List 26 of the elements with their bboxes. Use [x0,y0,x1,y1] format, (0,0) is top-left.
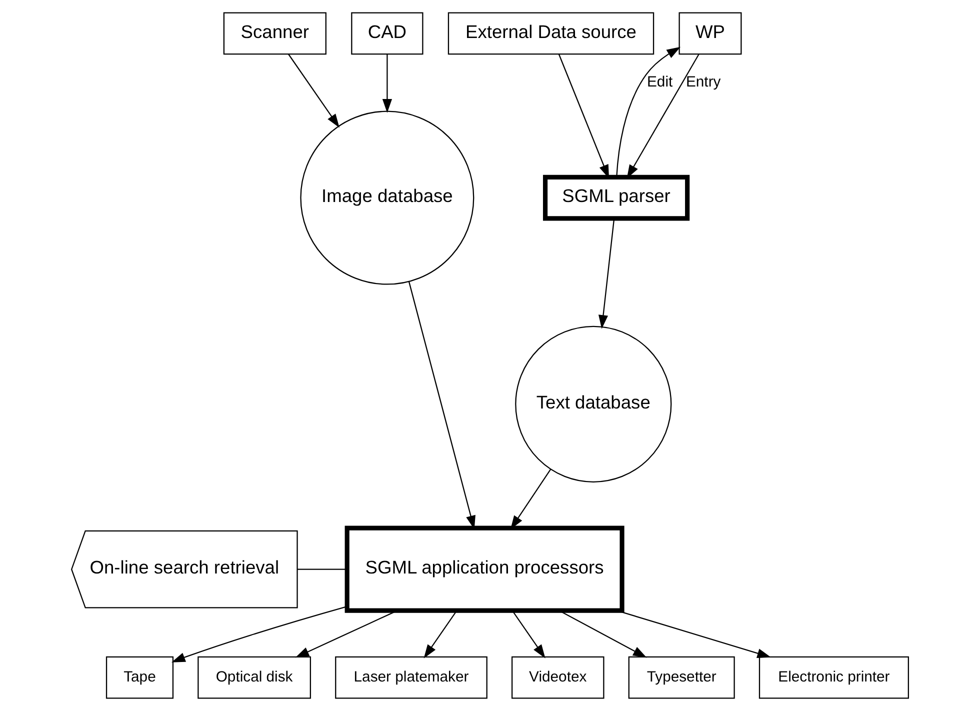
arrow [616,46,680,178]
node-circle: Image database [300,110,474,285]
arrow [558,610,646,658]
node-box: Tape [105,656,174,699]
node-box: Electronic printer [758,656,908,699]
arrow [294,610,397,658]
edge-label: Entry [686,74,720,91]
node-box: Videotex [510,656,604,699]
arrow [382,54,392,113]
node-box: SGML parser [542,174,690,221]
arrow [423,610,457,658]
edge-label: Edit [646,74,672,91]
node-box: Laser platemaker [334,656,487,699]
node-box: CAD [350,12,423,55]
node-circle: Text database [514,326,672,482]
node-box: Optical disk [197,656,310,699]
arrow [512,610,545,658]
node-box: Typesetter [628,656,734,699]
arrow [170,606,347,662]
arrow [287,54,339,128]
arrow [598,218,614,329]
node-box: External Data source [447,12,654,55]
node-box: WP [678,12,742,55]
node-box: Scanner [222,12,326,55]
connector [296,568,346,570]
node-box: SGML application processors [344,526,624,613]
